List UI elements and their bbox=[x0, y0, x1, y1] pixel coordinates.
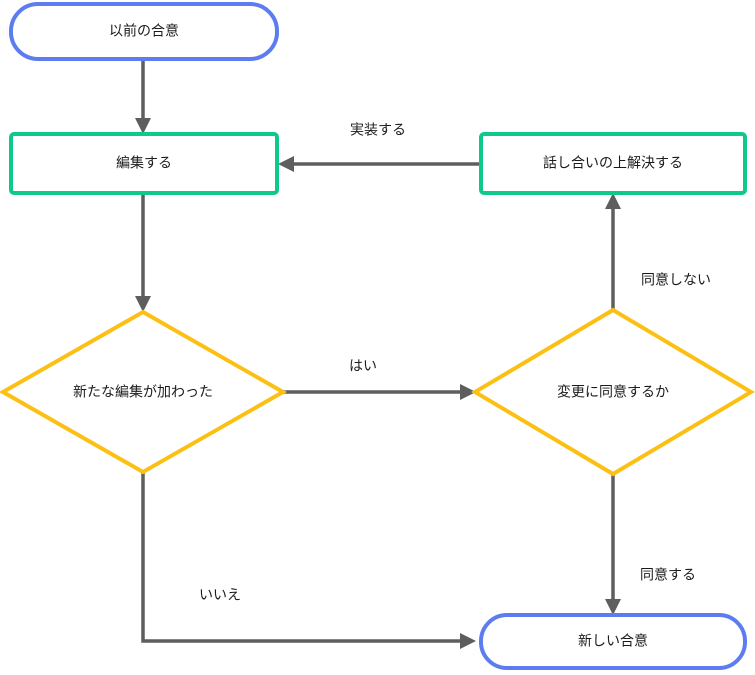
arrowhead-down-icon bbox=[135, 118, 151, 134]
edge-label-disagree: 同意しない bbox=[641, 272, 711, 288]
edge-line bbox=[141, 472, 469, 643]
arrowhead-left-icon bbox=[278, 156, 294, 172]
node-label: 話し合いの上解決する bbox=[543, 155, 683, 171]
arrowhead-up-icon bbox=[605, 193, 621, 209]
edge-yes: はい bbox=[283, 358, 476, 400]
edge-label-no: いいえ bbox=[199, 587, 241, 603]
node-shape-rect[interactable] bbox=[479, 132, 747, 195]
node-prev-agreement[interactable]: 以前の合意 bbox=[9, 2, 279, 61]
arrowhead-right-icon bbox=[460, 633, 476, 649]
node-shape-rounded[interactable] bbox=[9, 2, 279, 61]
node-new-edit-added[interactable]: 新たな編集が加わった bbox=[0, 309, 288, 475]
edge-implement: 実装する bbox=[278, 122, 481, 172]
edge-group: はい いいえ 同意する 同意しない bbox=[135, 59, 711, 649]
node-shape-rect[interactable] bbox=[9, 132, 279, 195]
node-agree-to-change[interactable]: 変更に同意するか bbox=[471, 307, 755, 477]
arrowhead-down-icon bbox=[605, 599, 621, 615]
node-shape-diamond[interactable] bbox=[0, 309, 288, 475]
node-label: 新しい合意 bbox=[578, 633, 648, 649]
node-resolve-by-discussion[interactable]: 話し合いの上解決する bbox=[479, 132, 747, 195]
node-shape-diamond[interactable] bbox=[471, 307, 755, 477]
edge-label-yes: はい bbox=[349, 358, 377, 374]
arrowhead-down-icon bbox=[135, 296, 151, 312]
edge-no: いいえ bbox=[141, 472, 476, 649]
edge-edit-to-decision bbox=[135, 193, 151, 312]
edge-label-agree: 同意する bbox=[640, 567, 696, 583]
edge-agree: 同意する bbox=[605, 474, 696, 615]
node-label: 新たな編集が加わった bbox=[73, 384, 213, 400]
node-label: 編集する bbox=[116, 155, 172, 171]
arrowhead-right-icon bbox=[460, 384, 476, 400]
edge-disagree: 同意しない bbox=[605, 193, 711, 310]
edge-prev-to-edit bbox=[135, 59, 151, 134]
node-new-agreement[interactable]: 新しい合意 bbox=[479, 613, 747, 670]
node-label: 以前の合意 bbox=[109, 23, 179, 39]
node-label: 変更に同意するか bbox=[557, 384, 669, 400]
node-edit[interactable]: 編集する bbox=[9, 132, 279, 195]
edge-label-implement: 実装する bbox=[350, 122, 406, 138]
node-shape-rounded[interactable] bbox=[479, 613, 747, 670]
